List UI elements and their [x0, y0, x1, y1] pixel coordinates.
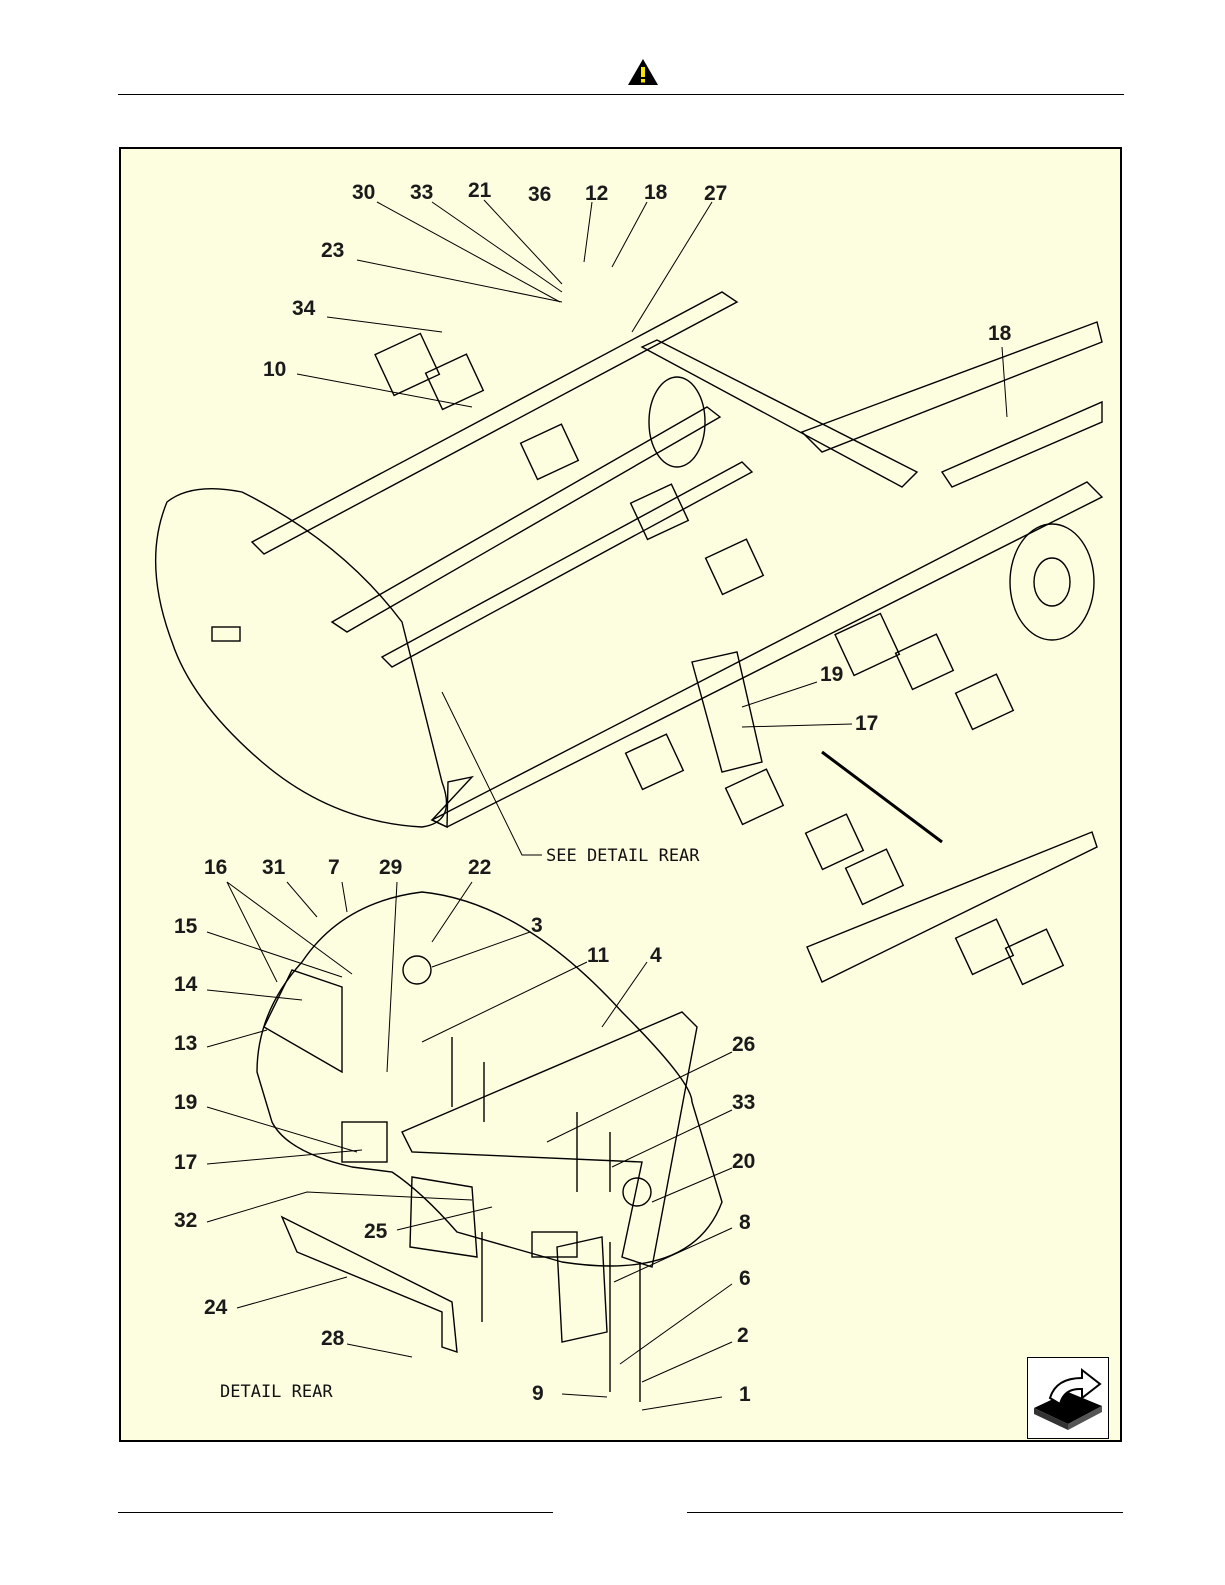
callout-main-1: 30 — [352, 181, 375, 204]
detail-plate-2 — [557, 1237, 607, 1342]
callout-main-3: 21 — [468, 179, 492, 202]
callout-detail-22: 28 — [321, 1327, 345, 1350]
callout-detail-25: 1 — [739, 1383, 751, 1406]
callout-detail-16: 20 — [732, 1150, 755, 1173]
callout-main-12: 19 — [820, 663, 843, 686]
lower-bar — [807, 832, 1097, 982]
callout-detail-8: 4 — [650, 944, 662, 967]
callout-main-8: 23 — [321, 239, 344, 262]
callout-detail-13: 19 — [174, 1091, 197, 1114]
light-3 — [403, 956, 431, 984]
callout-detail-15: 17 — [174, 1151, 197, 1174]
callout-detail-9: 15 — [174, 915, 198, 938]
callout-detail-1: 16 — [204, 856, 227, 879]
callout-detail-3: 7 — [328, 856, 340, 879]
callout-main-10: 10 — [263, 358, 286, 381]
next-page-button[interactable] — [1027, 1357, 1109, 1439]
rear-beam — [252, 292, 737, 554]
hydraulic-cylinder — [822, 752, 942, 842]
cross-beam — [642, 340, 917, 487]
callout-main-5: 12 — [585, 182, 608, 205]
parts-diagram-frame: 30 33 21 36 12 18 27 23 34 10 18 19 17 1… — [119, 147, 1122, 1442]
callout-detail-24: 9 — [532, 1382, 544, 1405]
callout-detail-11: 13 — [174, 1032, 197, 1055]
warning-triangle-icon — [626, 57, 660, 87]
callout-detail-7: 11 — [587, 944, 610, 967]
tongue — [802, 322, 1102, 452]
shield-panel — [264, 970, 342, 1072]
callout-detail-17: 32 — [174, 1209, 197, 1232]
callout-main-4: 36 — [528, 183, 551, 206]
see-detail-label: SEE DETAIL REAR — [546, 846, 700, 866]
parts-diagram: 30 33 21 36 12 18 27 23 34 10 18 19 17 1… — [121, 149, 1124, 1444]
footer-rule-right — [687, 1512, 1123, 1513]
callout-detail-21: 6 — [739, 1267, 751, 1290]
detail-beam — [402, 1012, 697, 1267]
callout-main-2: 33 — [410, 181, 433, 204]
callout-main-13: 17 — [855, 712, 878, 735]
page-turn-arrow-icon — [1028, 1358, 1108, 1438]
shank-group — [375, 333, 1063, 984]
callout-detail-12: 26 — [732, 1033, 755, 1056]
callout-detail-10: 14 — [174, 973, 198, 996]
callout-detail-20: 24 — [204, 1296, 228, 1319]
main-detail-bubble — [156, 489, 447, 827]
header-rule — [118, 94, 1124, 95]
callout-detail-2: 31 — [262, 856, 286, 879]
beam-2 — [382, 462, 752, 667]
detail-title: DETAIL REAR — [220, 1382, 333, 1402]
callout-detail-18: 25 — [364, 1220, 388, 1243]
callout-detail-14: 33 — [732, 1091, 755, 1114]
callout-detail-4: 29 — [379, 856, 402, 879]
callout-detail-6: 3 — [531, 914, 543, 937]
callout-main-11: 18 — [988, 322, 1012, 345]
light-20 — [623, 1178, 651, 1206]
callout-main-6: 18 — [644, 181, 668, 204]
mount-plate — [692, 652, 762, 772]
callout-detail-23: 2 — [737, 1324, 749, 1347]
footer-rule-left — [118, 1512, 553, 1513]
callout-detail-5: 22 — [468, 856, 491, 879]
callout-main-9: 34 — [292, 297, 316, 320]
gauge-wheel — [1010, 524, 1094, 640]
callout-main-7: 27 — [704, 182, 727, 205]
front-beam — [432, 482, 1102, 827]
callout-detail-19: 8 — [739, 1211, 751, 1234]
